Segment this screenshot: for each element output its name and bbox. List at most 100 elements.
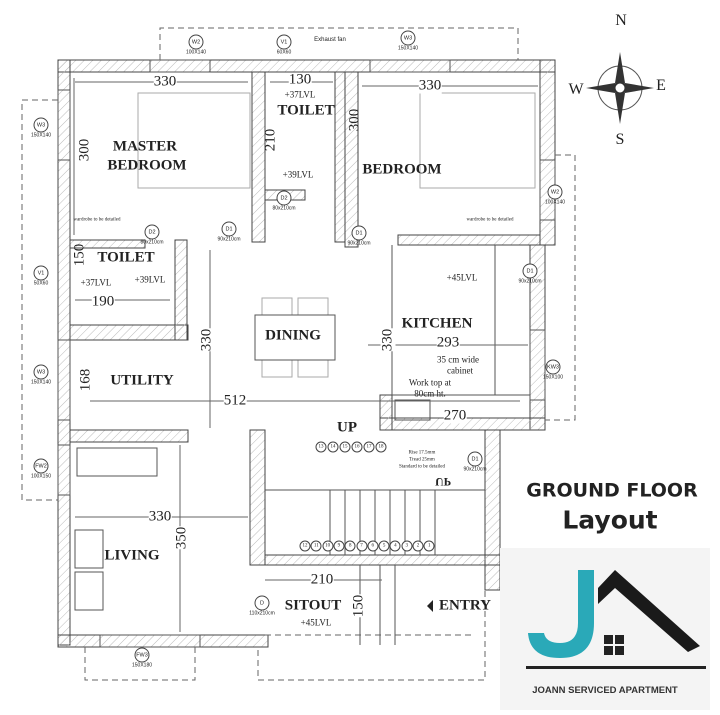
opening-tag-d2: D2 [144,224,160,240]
note-wardrobe-bedroom: wardrobe to be detailed [466,217,514,223]
room-utility: UTILITY [110,372,174,389]
note-cabinet-2: cabinet [447,365,473,376]
entry-arrow-icon [427,600,433,612]
opening-tag-d1: D1 [351,225,367,241]
stair-step-number: 13 [315,441,327,453]
opening-tag-w2: W2 [188,34,204,50]
opening-size: 150X180 [131,662,153,669]
opening-size: 50X60 [33,280,49,287]
room-bedroom: BEDROOM [362,161,442,178]
stair-step-number: 15 [339,441,351,453]
stair-step-number: 16 [351,441,363,453]
dim-kitchen-height: 330 [379,328,396,352]
opening-tag-fw3: FW3 [134,647,150,663]
note-worktop-2: 80cm ht. [414,388,446,399]
stair-step-number: 18 [375,441,387,453]
note-wardrobe-master: wardrobe to be detailed [73,217,121,223]
dim-master-width: 330 [153,73,177,90]
dim-sitout-width: 210 [310,571,334,588]
opening-size: 80x210cm [140,239,164,246]
dim-toilet-left-height: 150 [71,243,88,267]
stair-step-number: 9 [333,540,345,552]
opening-size: 100X140 [544,199,566,206]
stair-up-label: UP [337,419,357,436]
room-master-bedroom-line2: BEDROOM [107,157,187,174]
level-toilet-top-lower: +39LVL [282,169,314,180]
level-kitchen: +45LVL [446,272,478,283]
dim-toilet-left-width: 190 [91,293,115,310]
stair-step-number: 12 [299,540,311,552]
dim-living-height: 350 [173,526,190,550]
windows [57,59,556,648]
dim-master-height: 300 [76,138,93,162]
opening-size: 80x210cm [272,205,296,212]
dim-utility-width: 512 [223,392,247,409]
logo-mark-icon [526,570,706,669]
opening-tag-d2: D2 [276,190,292,206]
opening-tag-w3: W3 [33,117,49,133]
room-entry: ENTRY [439,597,491,614]
opening-size: 150X140 [30,379,52,386]
note-exhaust-fan: Exhaust fan [314,37,346,43]
note-stair-standard: Standard to be detailed [399,464,445,470]
dim-bedroom-height: 300 [346,108,363,132]
stair-step-number: 5 [378,540,390,552]
level-toilet-left-b: +39LVL [134,274,166,285]
dim-dining-height: 330 [198,328,215,352]
stair-step-number: 4 [389,540,401,552]
dim-bedroom-width: 330 [418,77,442,94]
opening-size: 100X140 [185,49,207,56]
compass-west: W [568,81,584,98]
opening-tag-d1: D1 [522,263,538,279]
opening-tag-kw3: KW3 [545,359,561,375]
note-cabinet-1: 35 cm wide [437,354,479,365]
stairs [265,489,485,645]
logo: JOANN SERVICED APARTMENT [500,548,710,710]
dim-sitout-height: 150 [350,594,367,618]
opening-size: 90x210cm [347,240,371,247]
opening-size: 150X140 [397,45,419,52]
opening-tag-fw2: FW2 [33,458,49,474]
opening-size: 100X150 [30,473,52,480]
room-sitout: SITOUT [284,597,342,614]
room-dining: DINING [265,327,321,344]
dim-worktop-width: 270 [443,407,467,424]
stair-step-number: 3 [401,540,413,552]
opening-size: 60X60 [276,49,292,56]
stair-step-number: 17 [363,441,375,453]
compass-icon [586,52,654,124]
level-sitout: +45LVL [300,617,332,628]
room-toilet-left: TOILET [97,249,155,266]
stair-up-mirrored-label: UP [435,475,451,489]
dim-utility-height: 168 [77,368,94,392]
opening-tag-w2: W2 [547,184,563,200]
stair-step-number: 8 [344,540,356,552]
opening-size: 150X140 [30,132,52,139]
opening-tag-v1: V1 [276,34,292,50]
room-toilet-top: TOILET [277,102,335,119]
stair-step-number: 7 [356,540,367,552]
level-toilet-left-a: +37LVL [80,277,112,288]
opening-tag-w3: W3 [33,364,49,380]
opening-tag-d1: D1 [221,221,237,237]
stair-step-number: 6 [367,540,379,552]
opening-size: 110x210cm [249,610,275,617]
stair-step-number: 11 [310,540,322,552]
furniture [74,92,536,611]
level-toilet-top-upper: +37LVL [284,89,316,100]
projections [21,27,576,681]
title-layout: Layout [562,505,658,535]
room-master-bedroom-line1: MASTER [112,138,178,155]
stair-step-number: 10 [322,540,334,552]
compass-east: E [656,77,666,94]
stair-step-number: 1 [423,540,435,552]
note-stair-tread: Tread 25mm [409,457,435,463]
stair-step-number: 2 [412,540,424,552]
opening-size: 90x210cm [463,466,487,473]
dim-living-width: 330 [148,508,172,525]
opening-tag-d: D [254,595,270,611]
room-kitchen: KITCHEN [401,315,473,332]
compass-south: S [615,131,625,148]
opening-tag-v1: V1 [33,265,49,281]
title-ground-floor: GROUND FLOOR [526,479,698,502]
